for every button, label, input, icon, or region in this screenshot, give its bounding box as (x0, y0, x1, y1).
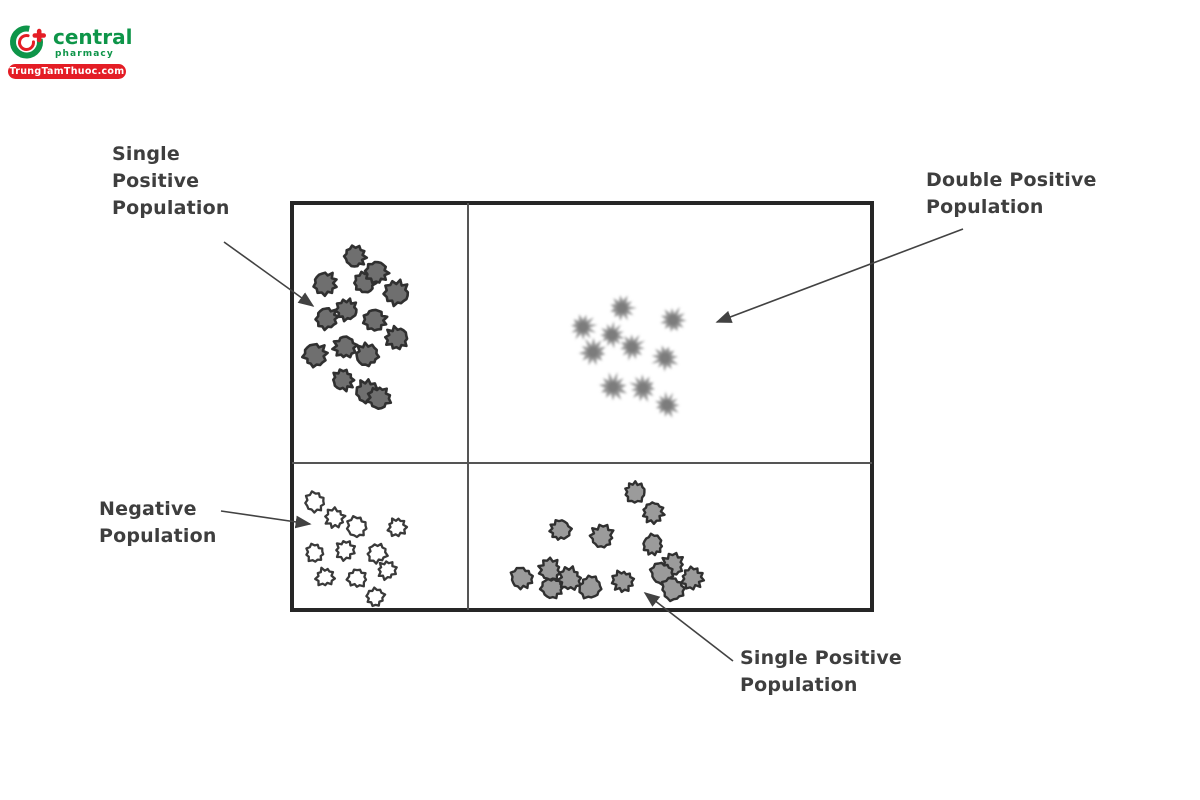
cell (324, 506, 347, 529)
arrow-to-double-positive (715, 228, 964, 323)
single-positive-bottom-cells (509, 480, 706, 603)
cell (537, 556, 562, 582)
cell (355, 341, 381, 368)
label-single-positive-bottom: Single Positive Population (740, 647, 903, 696)
cell-core (606, 329, 618, 341)
cell (365, 586, 387, 608)
cell (334, 297, 358, 323)
cell-core (587, 346, 599, 358)
cell (556, 565, 583, 591)
cell (314, 307, 340, 332)
cell (345, 515, 368, 539)
arrow-to-single-positive-bottom (643, 592, 734, 662)
cell (660, 576, 686, 603)
cell-core (637, 382, 649, 394)
cell (301, 342, 329, 369)
cell (332, 368, 356, 393)
cell (345, 568, 368, 588)
cell-core (616, 302, 628, 314)
cell (377, 560, 398, 582)
cell (641, 501, 666, 525)
label-double-positive: Double Positive Population (926, 169, 1097, 218)
arrow-to-negative (220, 510, 312, 529)
cell-core (607, 381, 619, 393)
plus-icon (32, 28, 46, 43)
arrow-to-single-positive-top (223, 241, 315, 307)
cell (578, 574, 603, 600)
central-pharmacy-c-icon (10, 25, 46, 59)
cell (335, 540, 357, 562)
cell (382, 278, 410, 308)
cell (610, 569, 636, 594)
cell-core (667, 314, 679, 326)
central-pharmacy-logo: central pharmacy TrungTamThuoc.com (8, 14, 136, 82)
cell (624, 480, 646, 504)
cell (366, 542, 389, 565)
cell (365, 386, 393, 410)
logo-green-ring (10, 25, 43, 59)
cell (509, 566, 534, 591)
logo-domain-badge: TrungTamThuoc.com (8, 64, 126, 79)
cell (314, 566, 337, 587)
logo-tagline-text: pharmacy (55, 49, 114, 59)
cell (363, 260, 391, 285)
cell (305, 542, 325, 563)
cell (642, 532, 664, 557)
cell (386, 517, 409, 538)
cell (679, 565, 706, 591)
cell (588, 523, 615, 549)
double-positive-cells (571, 295, 687, 418)
logo-text: central pharmacy (53, 27, 132, 59)
negative-cells (304, 490, 409, 608)
cell-core (577, 321, 589, 333)
label-single-positive-top: Single Positive Population (112, 143, 230, 219)
single-positive-top-cells (301, 244, 410, 410)
cell (331, 335, 359, 359)
cell (538, 577, 565, 600)
cell (384, 324, 409, 351)
cell (312, 271, 338, 298)
cell (342, 244, 369, 268)
logo-red-arc (18, 34, 35, 51)
cell (548, 519, 573, 541)
cell-core (626, 341, 638, 353)
cell (304, 490, 326, 514)
logo-brand-text: central (53, 25, 133, 49)
cell (361, 308, 389, 332)
quadrant-plot-box (290, 201, 874, 612)
cell-core (661, 399, 673, 411)
label-negative: Negative Population (99, 498, 217, 547)
cell-core (659, 352, 671, 364)
